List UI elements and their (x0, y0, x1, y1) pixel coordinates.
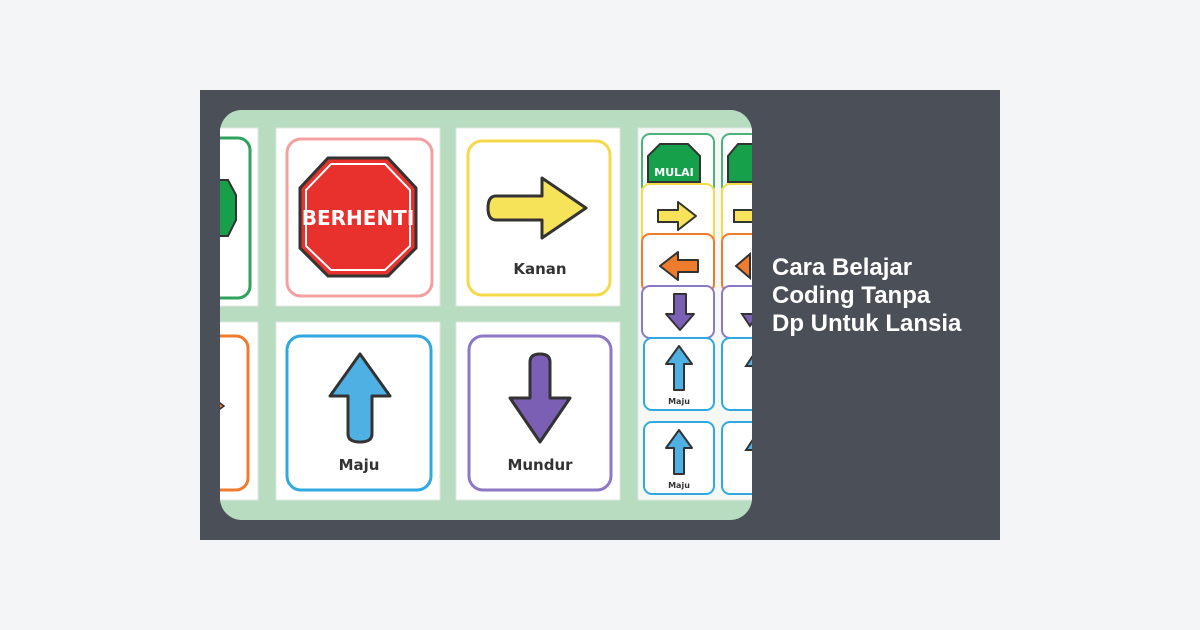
mini-arrow-down-icon (665, 293, 695, 331)
mini-arrow-right-icon (657, 201, 697, 231)
mini-arrow-left-icon (659, 251, 699, 281)
down-card: Mundur (455, 321, 621, 501)
mini-card-sheet: MULAI Ma (637, 127, 752, 501)
arrow-up-icon (328, 352, 392, 444)
up-card-label: Maju (339, 456, 380, 474)
article-card[interactable]: BERHENTI Kanan Maju Mundur (200, 90, 1000, 540)
mini-up-label-1: Maju (668, 397, 690, 406)
right-card-label: Kanan (513, 260, 566, 278)
mini-up-label-2: Maju (668, 481, 690, 490)
up-card: Maju (275, 321, 441, 501)
arrow-right-icon (486, 176, 588, 240)
down-card-label: Mundur (507, 456, 573, 474)
stop-card-label: BERHENTI (302, 206, 415, 230)
right-card: Kanan (455, 127, 621, 307)
partial-green-card (220, 127, 259, 307)
coding-cards-image: BERHENTI Kanan Maju Mundur (220, 110, 752, 520)
start-sign-icon (647, 143, 701, 183)
article-title[interactable]: Cara Belajar Coding Tanpa Dp Untuk Lansi… (772, 254, 962, 337)
start-card-label: MULAI (654, 166, 694, 179)
mini-arrow-up-icon (665, 345, 693, 391)
arrow-down-icon (508, 352, 572, 444)
article-thumbnail[interactable]: BERHENTI Kanan Maju Mundur (220, 110, 752, 520)
partial-orange-card (220, 321, 259, 501)
stop-card: BERHENTI (275, 127, 441, 307)
stop-sign-icon (298, 156, 418, 278)
